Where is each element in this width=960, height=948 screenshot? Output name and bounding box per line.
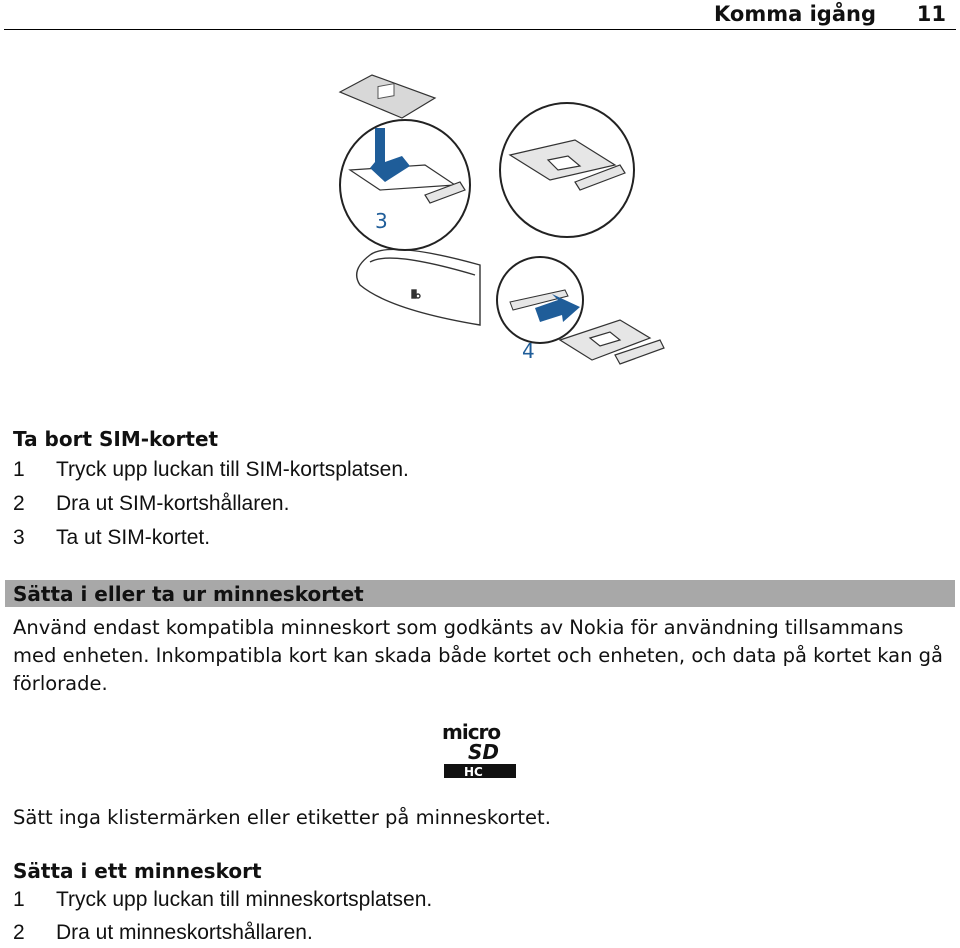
svg-text:micro: micro	[442, 720, 500, 744]
insert-card-step-2: 2 Dra ut minneskortshållaren.	[13, 918, 313, 948]
svg-text:SD: SD	[468, 740, 499, 764]
remove-sim-step-1: 1 Tryck upp luckan till SIM-kortsplatsen.	[13, 455, 409, 485]
step-number: 3	[13, 526, 25, 549]
sim-tray-4	[558, 319, 665, 365]
remove-sim-heading: Ta bort SIM-kortet	[13, 427, 219, 451]
step-text: Tryck upp luckan till minneskortsplatsen…	[56, 888, 433, 911]
sticker-note: Sätt inga klistermärken eller etiketter …	[13, 806, 551, 829]
svg-text:HC: HC	[464, 765, 483, 779]
step-number: 2	[13, 492, 25, 515]
page-number: 11	[916, 2, 946, 26]
chapter-title: Komma igång	[714, 2, 876, 26]
remove-sim-step-2: 2 Dra ut SIM-kortshållaren.	[13, 489, 289, 519]
step-text: Dra ut minneskortshållaren.	[56, 921, 313, 944]
section-band: Sätta i eller ta ur minneskortet	[5, 580, 955, 607]
insert-card-heading: Sätta i ett minneskort	[13, 859, 262, 883]
step-number: 1	[13, 458, 25, 481]
step-text: Dra ut SIM-kortshållaren.	[56, 492, 290, 515]
callout-3: 3	[375, 209, 388, 233]
page-header: Komma igång 11	[4, 0, 956, 30]
remove-sim-step-3: 3 Ta ut SIM-kortet.	[13, 523, 210, 553]
compatibility-paragraph: Använd endast kompatibla minneskort som …	[13, 616, 944, 695]
callout-4: 4	[522, 339, 535, 363]
arrow-down-icon	[370, 128, 410, 182]
sim-tray-2	[508, 139, 626, 191]
step-number: 1	[13, 888, 25, 911]
step-text: Tryck upp luckan till SIM-kortsplatsen.	[56, 458, 409, 481]
microsdhc-logo: micro SD HC	[442, 720, 516, 779]
step-text: Ta ut SIM-kortet.	[56, 526, 211, 549]
step-number: 2	[13, 921, 25, 944]
phone-illustration	[356, 248, 481, 326]
section-title: Sätta i eller ta ur minneskortet	[13, 582, 364, 606]
insert-card-step-1: 1 Tryck upp luckan till minneskortsplatse…	[13, 885, 432, 915]
sim-removal-illustration: 3 4	[338, 74, 665, 365]
arrow-left-icon	[535, 294, 580, 322]
